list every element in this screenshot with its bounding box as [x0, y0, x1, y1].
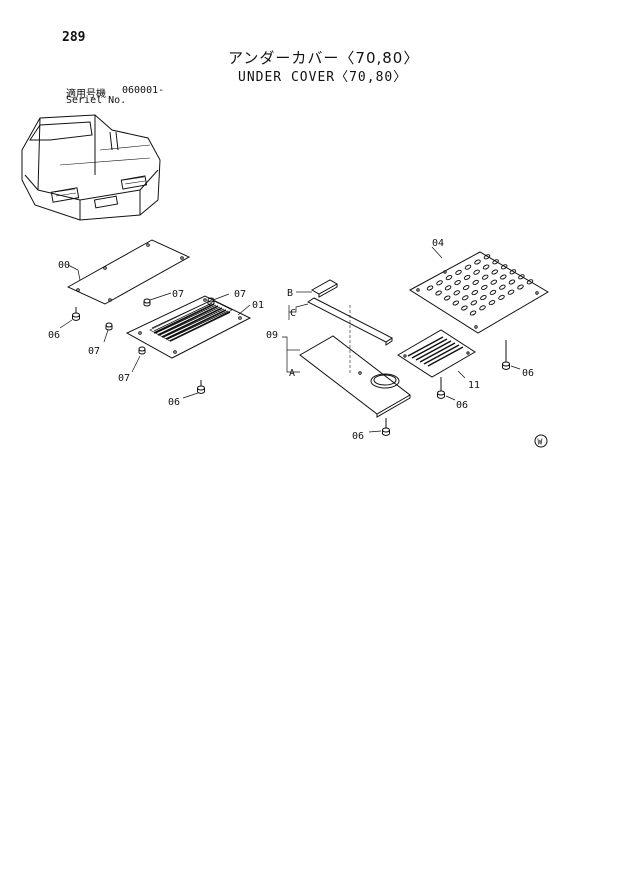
- perforation-hole: [443, 295, 451, 301]
- bolt-06: [72, 307, 80, 321]
- bolt-07: [105, 322, 113, 331]
- part-04-perforated-plate: [409, 251, 549, 334]
- perforation-hole: [473, 269, 480, 275]
- perforation-hole: [452, 300, 460, 306]
- bolt-06: [197, 380, 205, 394]
- perforation-hole: [469, 310, 477, 316]
- callout-11: 11: [468, 380, 480, 391]
- perforation-hole: [517, 284, 524, 290]
- perforation-hole: [508, 279, 516, 285]
- perforation-hole: [491, 269, 498, 275]
- perforation-hole: [455, 269, 462, 275]
- callout-06: 06: [456, 400, 468, 411]
- part-01-louvered-plate: [125, 295, 252, 359]
- callout-07: 07: [118, 373, 130, 384]
- serial-label-english: Seriel No.: [66, 95, 127, 106]
- perforation-hole: [507, 289, 515, 295]
- perforation-hole: [509, 269, 517, 275]
- perforation-hole: [482, 264, 490, 270]
- callout-09: 09: [266, 330, 278, 341]
- perforation-hole: [481, 284, 488, 290]
- bolt-07: [143, 298, 151, 307]
- part-11-louvered-plate: [397, 329, 476, 378]
- perforation-hole: [526, 279, 534, 285]
- perforation-hole: [471, 290, 479, 296]
- bolt-06: [437, 377, 445, 399]
- perforation-hole: [518, 274, 525, 280]
- serial-label-japanese: 適用号機: [66, 89, 106, 100]
- perforation-hole: [489, 289, 497, 295]
- callout-06: 06: [522, 368, 534, 379]
- perforation-hole: [499, 284, 506, 290]
- perforation-hole: [470, 300, 478, 306]
- perforation-hole: [500, 264, 508, 270]
- perforation-hole: [426, 285, 434, 291]
- callout-A: A: [289, 368, 295, 379]
- perforation-hole: [481, 274, 489, 280]
- serial-value: 060001-: [122, 85, 165, 96]
- title-english: UNDER COVER〈70,80〉: [238, 70, 408, 85]
- perforation-hole: [474, 259, 481, 265]
- callout-01: 01: [252, 300, 264, 311]
- perforation-hole: [488, 300, 496, 306]
- perforation-hole: [462, 295, 469, 301]
- w-mark: W: [538, 438, 543, 447]
- perforation-hole: [463, 274, 471, 280]
- callout-B: B: [287, 288, 293, 299]
- w-mark-circle: [534, 434, 548, 448]
- bolt-07: [207, 297, 215, 306]
- perforation-hole: [444, 285, 452, 291]
- callout-06: 06: [168, 397, 180, 408]
- perforation-hole: [483, 254, 491, 260]
- title-japanese: アンダーカバー〈70,80〉: [228, 49, 420, 67]
- perforation-hole: [480, 295, 487, 301]
- perforation-hole: [492, 259, 499, 265]
- page-number: 289: [62, 30, 86, 45]
- callout-07: 07: [172, 289, 184, 300]
- perforation-hole: [435, 290, 442, 296]
- callout-06: 06: [352, 431, 364, 442]
- perforation-hole: [462, 285, 470, 291]
- machine-overview-illustration: [21, 114, 161, 221]
- perforation-hole: [472, 279, 479, 285]
- callout-07: 07: [234, 289, 246, 300]
- callout-04: 04: [432, 238, 444, 249]
- callout-00: 00: [58, 260, 70, 271]
- bolt-06: [382, 418, 390, 436]
- perforation-hole: [454, 280, 461, 286]
- perforation-hole: [453, 290, 460, 296]
- perforation-hole: [445, 275, 453, 281]
- perforation-hole: [464, 264, 472, 270]
- leader-lines: [59, 246, 521, 433]
- bolt-07: [138, 346, 146, 355]
- perforation-hole: [436, 280, 443, 286]
- bolt-06: [502, 340, 510, 370]
- callout-labels: 00 01 04 06 06 06 06 06 07 07 07 07 09 1…: [48, 238, 543, 447]
- callout-06: 06: [48, 330, 60, 341]
- part-09-assembly: [299, 279, 411, 418]
- callout-07: 07: [88, 346, 100, 357]
- perforation-hole: [490, 279, 498, 285]
- part-00-plate: [66, 239, 191, 305]
- callout-C: C: [290, 308, 296, 319]
- perforation-hole: [498, 294, 505, 300]
- bolts: [72, 297, 510, 436]
- perforation-hole: [500, 274, 507, 280]
- perforation-hole: [479, 305, 486, 311]
- perforation-hole: [461, 305, 468, 311]
